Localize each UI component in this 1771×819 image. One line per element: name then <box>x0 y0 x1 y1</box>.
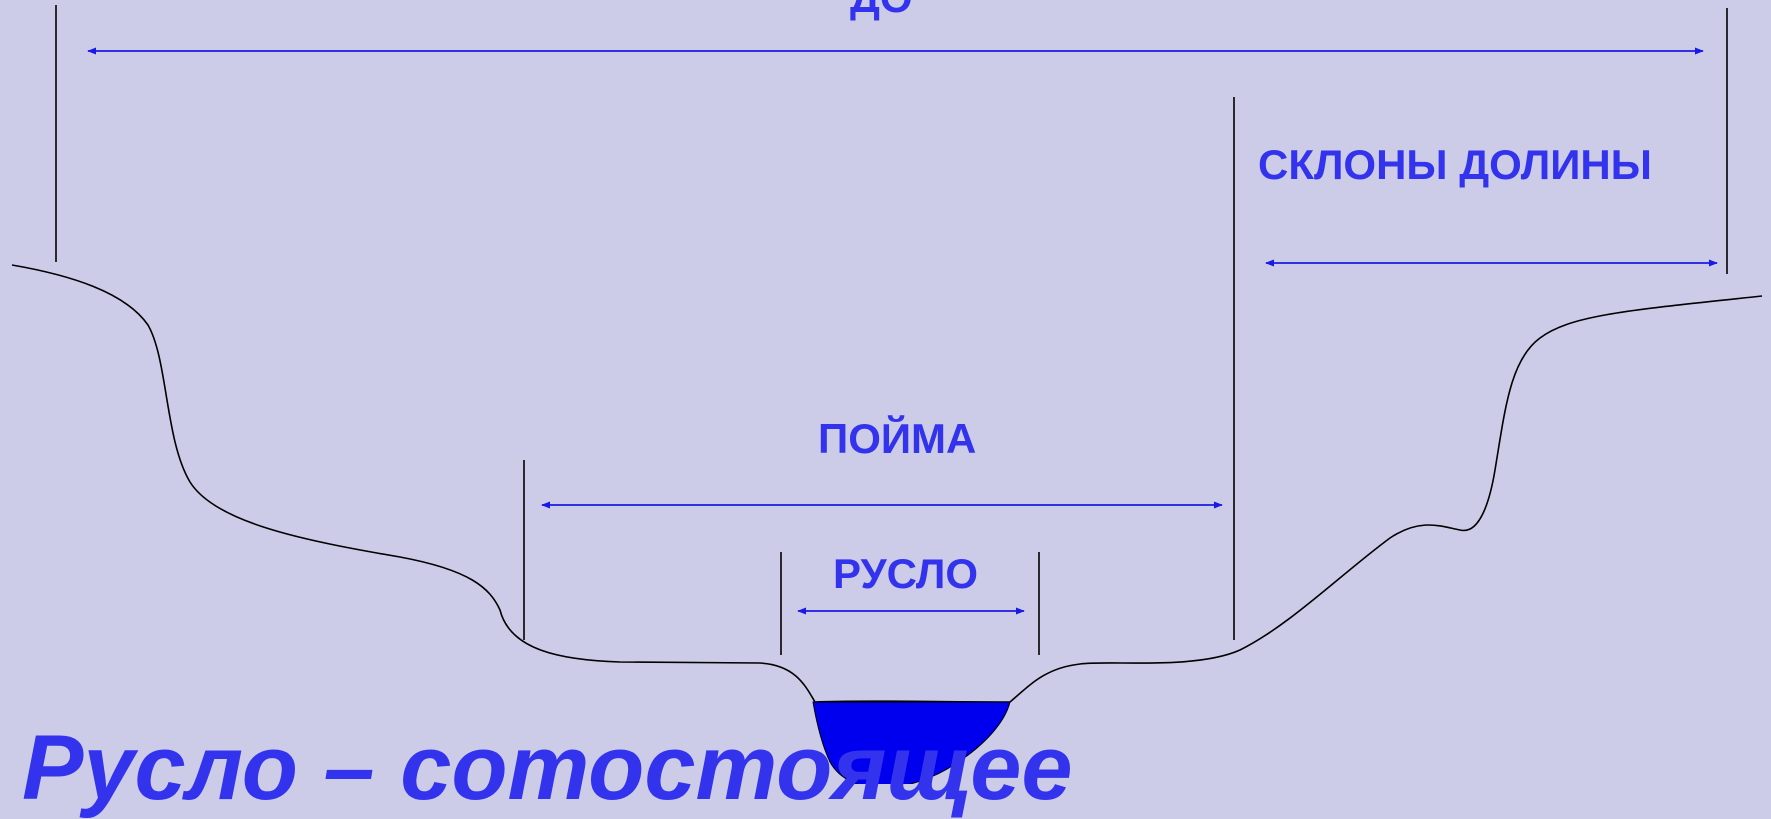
valley-profile-line <box>11 264 1763 703</box>
valley-label: ДО <box>850 0 913 19</box>
caption-text: Русло – сотостоящее <box>22 717 1073 819</box>
floodplain-label: ПОЙМА <box>818 415 977 462</box>
river-valley-diagram <box>11 5 1763 784</box>
channel-label: РУСЛО <box>833 550 979 597</box>
valley-slopes-label: СКЛОНЫ ДОЛИНЫ <box>1258 141 1652 188</box>
river-water <box>812 701 1011 784</box>
